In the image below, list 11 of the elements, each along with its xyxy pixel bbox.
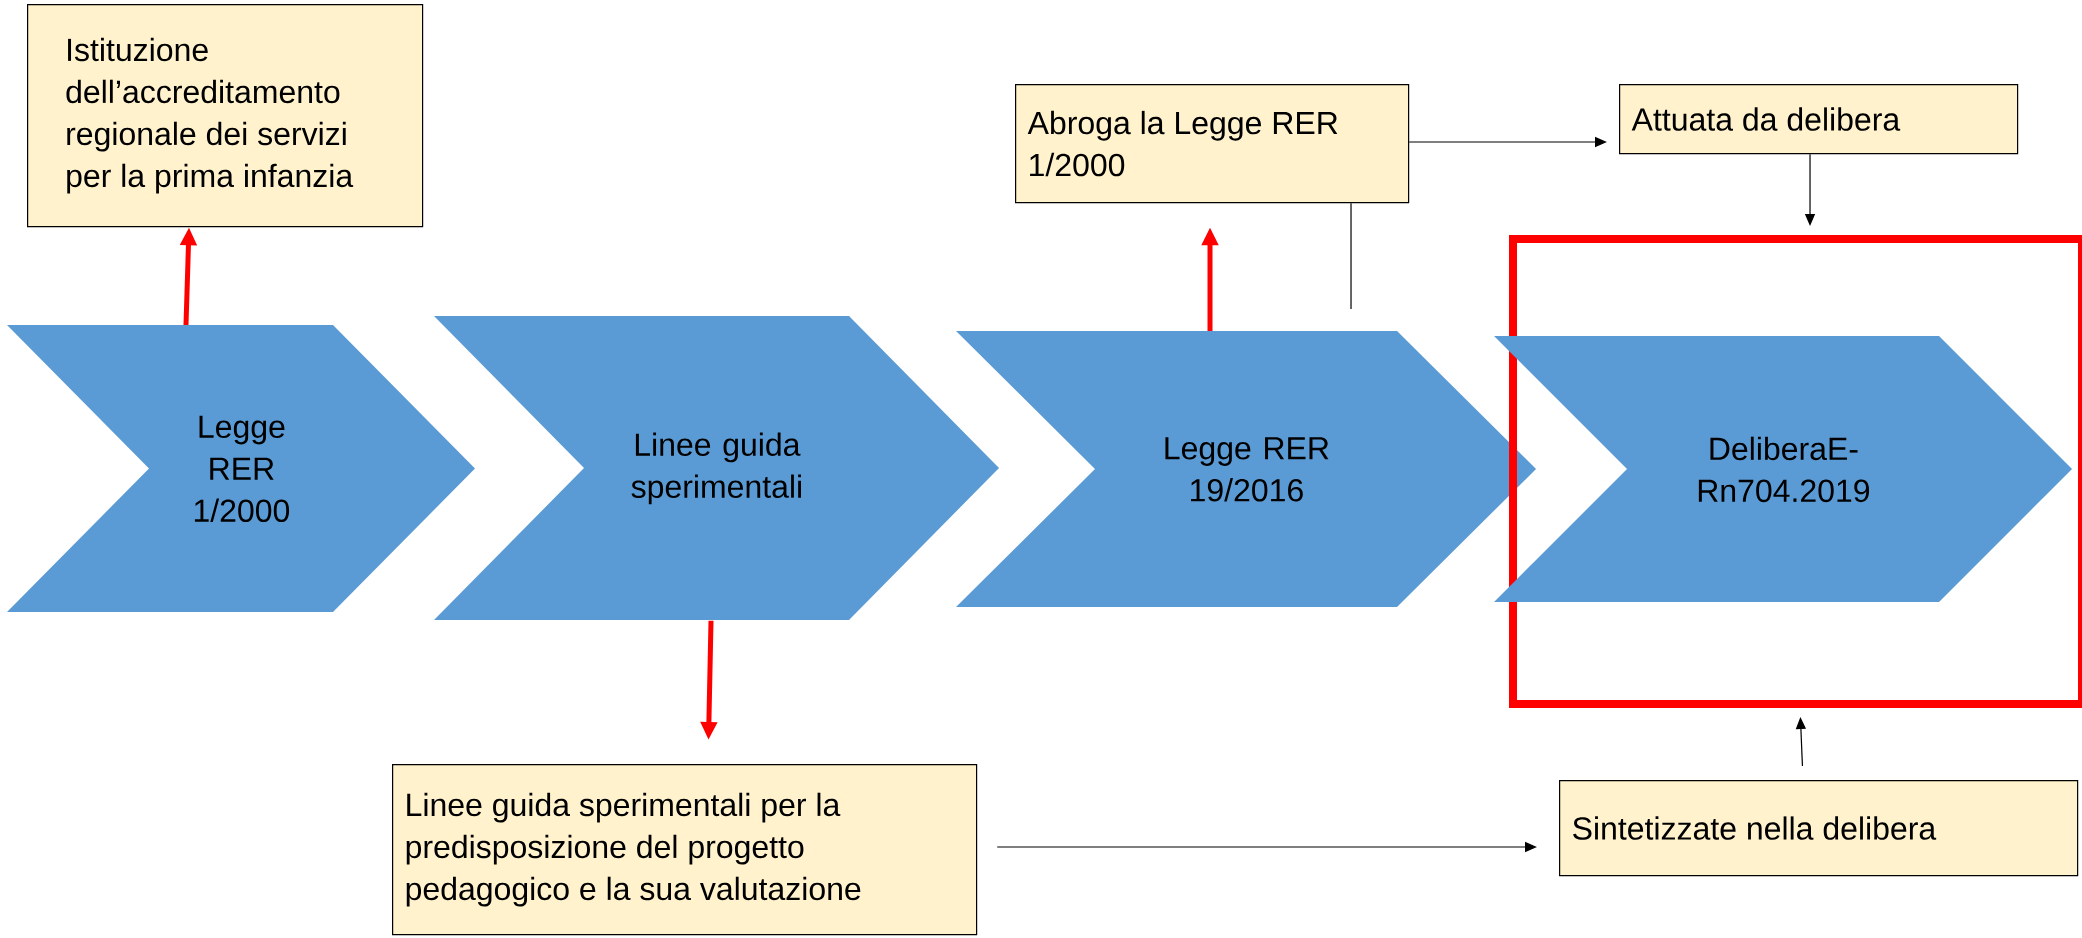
text-box: Abroga la Legge RER 1/2000 (1015, 84, 1410, 204)
connector-line (1350, 202, 1352, 310)
highlight-frame (1509, 235, 2082, 708)
process-step: Legge RER 19/2016 (956, 331, 1536, 607)
process-step: DeliberaE-Rn704.2019 (1494, 336, 2073, 602)
process-step: Linee guida sperimentali (434, 316, 999, 620)
text-box: Linee guida sperimentali per la predisposizione del progetto pedagogico e la sua valutazione (392, 764, 978, 936)
text-box: Sintetizzate nella delibera (1559, 780, 2079, 877)
process-step: Legge RER 1/2000 (7, 325, 475, 612)
text-box: Attuata da delibera (1619, 84, 2019, 155)
text-box: Istituzione dell’accreditamento regionale dei servizi per la prima infanzia (27, 4, 424, 228)
